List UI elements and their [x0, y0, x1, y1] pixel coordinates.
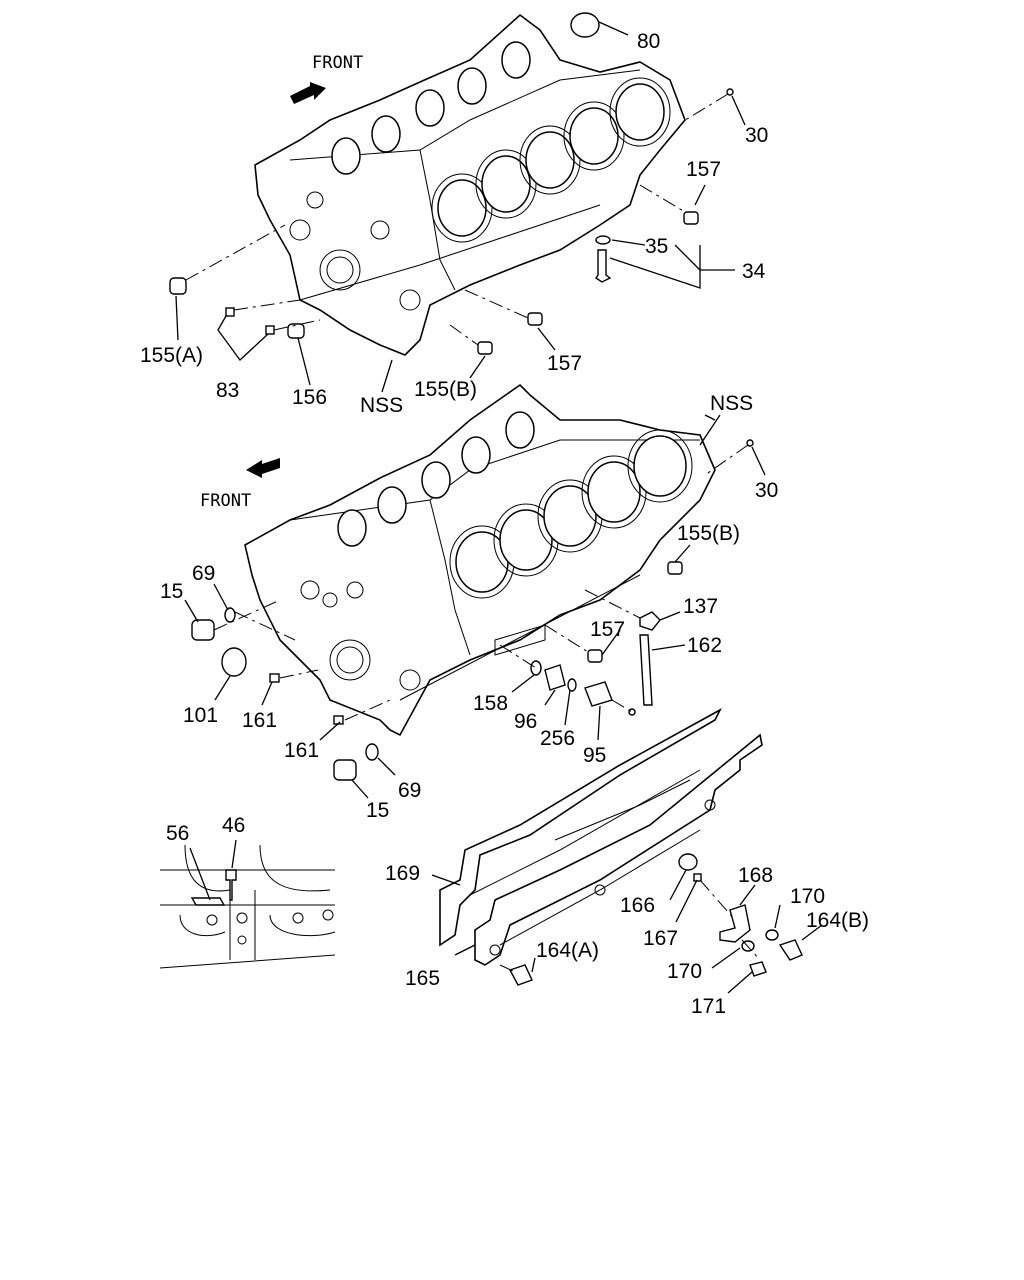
- pin-167: [693, 873, 702, 882]
- callout-164b: 164(B): [806, 909, 869, 932]
- bracket-168: [719, 904, 751, 943]
- callout-167: 167: [643, 927, 678, 950]
- bolt-164b: [778, 939, 803, 961]
- callout-170b: 170: [667, 960, 702, 983]
- callout-46: 46: [222, 814, 245, 837]
- callout-83: 83: [216, 379, 239, 402]
- callout-157-top: 157: [686, 158, 721, 181]
- callout-30-lower: 30: [755, 479, 778, 502]
- callout-56: 56: [166, 822, 189, 845]
- plug-157-top: [683, 211, 699, 225]
- front-label-lower: FRONT: [200, 491, 251, 511]
- front-arrow-icon: [290, 82, 326, 104]
- front-label: FRONT: [312, 53, 363, 73]
- bolt-164a: [508, 964, 533, 986]
- callout-95: 95: [583, 744, 606, 767]
- callout-96: 96: [514, 710, 537, 733]
- callout-80: 80: [637, 30, 660, 53]
- callout-157-bottom: 157: [547, 352, 582, 375]
- washer-158: [530, 660, 542, 676]
- upper-bores-left: [331, 41, 531, 175]
- jet-56: [190, 897, 226, 906]
- washer-256: [567, 678, 577, 692]
- nut-171: [749, 961, 767, 977]
- plug-157-lower: [587, 649, 603, 663]
- callout-170a: 170: [790, 885, 825, 908]
- pin-83a: [225, 307, 235, 317]
- callout-34: 34: [742, 260, 766, 283]
- callout-30: 30: [745, 124, 768, 147]
- plug-156: [287, 323, 305, 339]
- callout-69b: 69: [398, 779, 421, 802]
- callout-155a: 155(A): [140, 344, 203, 367]
- sensor-95-tip: [628, 708, 636, 716]
- callout-15b: 15: [366, 799, 389, 822]
- callout-nss-lower: NSS: [710, 392, 753, 415]
- gasket-169: [439, 708, 722, 947]
- lower-engine-block: FRONT: [160, 383, 778, 822]
- plug-15b: [333, 759, 357, 781]
- callout-166: 166: [620, 894, 655, 917]
- callout-35: 35: [645, 235, 668, 258]
- callout-101: 101: [183, 704, 218, 727]
- callout-171: 171: [691, 995, 726, 1018]
- plug-157-bottom: [527, 312, 543, 326]
- plug-166: [678, 853, 698, 871]
- callout-165: 165: [405, 967, 440, 990]
- plug-80: [570, 12, 600, 38]
- detail-view: 56 46: [159, 814, 336, 969]
- plug-155a: [169, 277, 187, 295]
- callout-15a: 15: [160, 580, 183, 603]
- pin-83b: [265, 325, 275, 335]
- tube-162: [639, 634, 653, 706]
- callout-169: 169: [385, 862, 420, 885]
- oring-69b: [365, 743, 379, 761]
- plug-155b: [477, 341, 493, 355]
- fitting-96: [544, 664, 566, 691]
- plug-15a: [191, 619, 215, 641]
- callout-162: 162: [687, 634, 722, 657]
- pin-161a: [269, 673, 280, 683]
- upper-bores-right: [431, 77, 671, 243]
- front-arrow-left-icon: [246, 458, 280, 478]
- callout-256: 256: [540, 727, 575, 750]
- oring-69a: [224, 607, 236, 623]
- callout-164a: 164(A): [536, 939, 599, 962]
- callout-156: 156: [292, 386, 327, 409]
- dowel-30-lower: [746, 439, 754, 447]
- callout-157-lower: 157: [590, 618, 625, 641]
- callout-158: 158: [473, 692, 508, 715]
- oil-pan-rail-assembly: 169 166 168 170 164(B) 167 164(A) 170 16…: [385, 708, 869, 1018]
- lower-bores-right: [449, 429, 693, 599]
- plug-101: [221, 647, 247, 677]
- rail-165: [474, 733, 763, 966]
- lower-bores-left: [337, 411, 535, 547]
- oring-35: [595, 235, 611, 245]
- callout-155b: 155(B): [414, 378, 477, 401]
- callout-nss-upper: NSS: [360, 394, 403, 417]
- sensor-95: [584, 681, 613, 707]
- washer-170a: [765, 929, 779, 941]
- callout-137: 137: [683, 595, 718, 618]
- upper-engine-block: FRONT 80 30 157: [140, 12, 768, 417]
- bolt-34: [595, 249, 612, 283]
- callout-168: 168: [738, 864, 773, 887]
- bolt-46: [225, 869, 237, 901]
- callout-155b-lower: 155(B): [677, 522, 740, 545]
- callout-161a: 161: [242, 709, 277, 732]
- dowel-30: [726, 88, 734, 96]
- callout-161b: 161: [284, 739, 319, 762]
- plug-155b-lower: [667, 561, 683, 575]
- fitting-137: [639, 611, 661, 631]
- callout-69a: 69: [192, 562, 215, 585]
